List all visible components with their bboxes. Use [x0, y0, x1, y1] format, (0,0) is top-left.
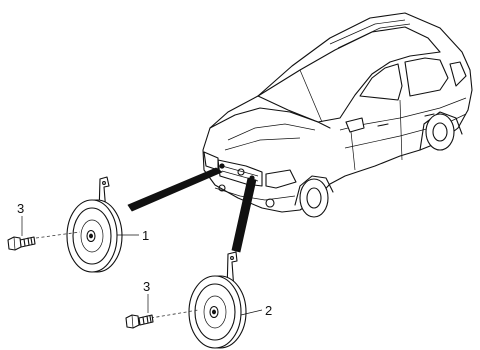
leader-line-2: [240, 309, 263, 316]
horn-upper: [66, 176, 123, 273]
callout-3-lower: 3: [143, 279, 150, 294]
leader-band-lower: [231, 177, 257, 253]
leader-band-upper: [127, 167, 223, 212]
callout-1: 1: [142, 228, 149, 243]
bolt-upper: [7, 231, 81, 251]
callout-2: 2: [265, 303, 272, 318]
horn-lower: [188, 251, 247, 349]
callout-3-upper: 3: [17, 201, 24, 216]
vehicle-illustration: [202, 12, 473, 218]
bolt-lower: [125, 309, 199, 329]
